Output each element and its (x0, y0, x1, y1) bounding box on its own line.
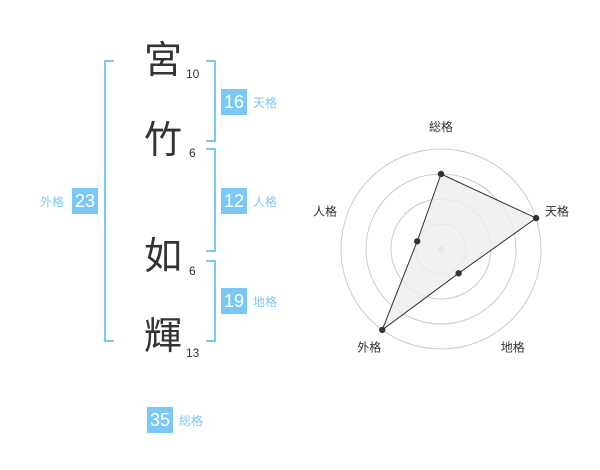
gaikaku-bracket (104, 60, 114, 342)
tenkaku-bracket (206, 60, 216, 142)
char-4-strokes: 13 (186, 346, 200, 360)
jinkaku-bracket (206, 148, 216, 252)
gaikaku-label: 外格 (40, 195, 65, 209)
soukaku-value: 35 (147, 407, 173, 433)
gaikaku-value: 23 (72, 188, 98, 214)
radar-point-0 (437, 170, 445, 178)
radar-point-1 (532, 214, 540, 222)
radar-point-3 (379, 326, 386, 334)
char-3-strokes: 6 (189, 264, 196, 278)
radar-axis-label-2: 地格 (501, 340, 525, 355)
jinkaku-label: 人格 (253, 195, 278, 209)
char-2: 竹 (143, 118, 182, 162)
tenkaku-label: 天格 (253, 96, 278, 110)
radar-axis-label-1: 天格 (545, 203, 569, 218)
radar-axis-label-3: 外格 (357, 340, 381, 355)
radar-point-2 (455, 270, 462, 277)
chikaku-value: 19 (221, 288, 247, 314)
radar-point-4 (414, 238, 421, 245)
char-1: 宮 (143, 38, 182, 82)
jinkaku-value: 12 (221, 188, 247, 214)
char-1-strokes: 10 (186, 67, 200, 81)
soukaku-label: 総格 (179, 414, 204, 428)
tenkaku-value: 16 (221, 89, 247, 115)
radar-axis-label-4: 人格 (313, 203, 337, 218)
char-2-strokes: 6 (189, 146, 196, 160)
char-3: 如 (143, 234, 182, 278)
chikaku-bracket (206, 260, 216, 342)
radar-axis-label-0: 総格 (429, 119, 453, 134)
radar-ring (340, 148, 542, 350)
chikaku-label: 地格 (253, 295, 278, 309)
char-4: 輝 (143, 314, 182, 358)
radar-shape (381, 173, 538, 332)
